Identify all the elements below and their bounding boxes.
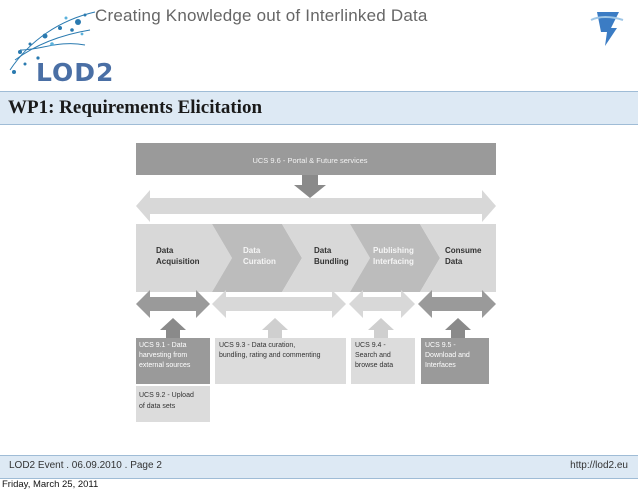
wide-double-arrow: [136, 190, 496, 222]
stage-shape-3: [350, 224, 440, 292]
up-arrow-3: [368, 318, 394, 338]
stage-3-line2: Interfacing: [373, 257, 414, 266]
ucs-9-3-line1: UCS 9.3 - Data curation,: [219, 342, 295, 349]
slide-title-band: WP1: Requirements Elicitation: [0, 91, 638, 125]
stage-0-line1: Data: [156, 246, 174, 255]
ucs-9-5-line2: Download and: [425, 352, 470, 359]
stage-2-line2: Bundling: [314, 257, 349, 266]
stage-1-line1: Data: [243, 246, 261, 255]
stage-shape-4: [420, 224, 496, 292]
ucs-9-5-line3: Interfaces: [425, 362, 456, 369]
footer-url: http://lod2.eu: [570, 460, 628, 471]
ucs-9-2-box: [136, 386, 210, 422]
up-arrow-4: [445, 318, 471, 338]
ucs-9-1-box: [136, 338, 210, 384]
stage-4-line1: Consume: [445, 246, 482, 255]
top-bar: [136, 143, 496, 175]
double-arrow-4: [418, 290, 496, 318]
logo-text: LOD2: [36, 58, 115, 87]
ucs-9-3-box: [215, 338, 346, 384]
ucs-9-5-line1: UCS 9.5 -: [425, 342, 456, 349]
stage-shape-2: [282, 224, 370, 292]
stage-1-line2: Curation: [243, 257, 276, 266]
up-arrow-2: [262, 318, 288, 338]
ucs-9-1-line1: UCS 9.1 - Data: [139, 342, 187, 349]
up-arrow-1: [160, 318, 186, 338]
ucs-9-4-line3: browse data: [355, 362, 393, 369]
stage-shape-0: [136, 224, 232, 292]
date-caption: Friday, March 25, 2011: [2, 479, 99, 490]
double-arrow-3: [349, 290, 415, 318]
lod2-logo-icon: [9, 11, 96, 74]
stage-4-line2: Data: [445, 257, 463, 266]
requirements-diagram: UCS 9.6 - Portal & Future services Data …: [136, 143, 496, 422]
fp7-logo-icon: [590, 12, 624, 46]
ucs-9-2-line1: UCS 9.2 - Upload: [139, 392, 194, 399]
tagline: Creating Knowledge out of Interlinked Da…: [95, 6, 428, 25]
ucs-9-1-line3: external sources: [139, 362, 191, 369]
double-arrow-1: [136, 290, 210, 318]
footer-event-info: LOD2 Event . 06.09.2010 . Page 2: [9, 460, 162, 471]
ucs-9-4-line2: Search and: [355, 352, 391, 359]
slide-header: Creating Knowledge out of Interlinked Da…: [0, 0, 638, 90]
stage-shape-1: [212, 224, 302, 292]
ucs-9-4-box: [351, 338, 415, 384]
ucs-9-4-line1: UCS 9.4 -: [355, 342, 386, 349]
ucs-9-1-line2: harvesting from: [139, 352, 187, 359]
double-arrow-2: [212, 290, 346, 318]
top-bar-label: UCS 9.6 - Portal & Future services: [252, 156, 367, 165]
ucs-9-2-line2: of data sets: [139, 403, 176, 410]
ucs-9-3-line2: bundling, rating and commenting: [219, 352, 321, 359]
stage-3-line1: Publishing: [373, 246, 414, 255]
stage-0-line2: Acquisition: [156, 257, 200, 266]
stage-2-line1: Data: [314, 246, 332, 255]
down-arrow: [294, 175, 326, 198]
slide-footer: LOD2 Event . 06.09.2010 . Page 2 http://…: [0, 455, 638, 479]
ucs-9-5-box: [421, 338, 489, 384]
slide-title: WP1: Requirements Elicitation: [8, 97, 263, 118]
